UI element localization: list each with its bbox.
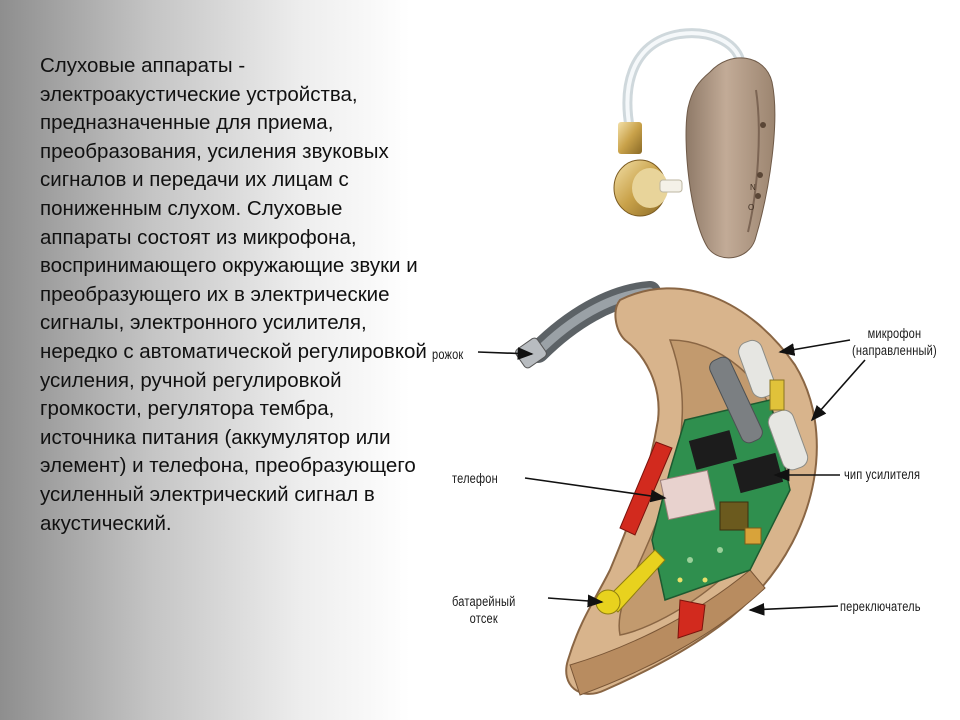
label-battery-line1: батарейный <box>452 594 516 609</box>
label-battery-line2: отсек <box>469 611 498 626</box>
label-telephone: телефон <box>452 471 498 486</box>
label-battery: батарейный отсек <box>452 593 515 627</box>
amplifier-chip-shape <box>732 452 784 494</box>
svg-text:N: N <box>750 183 756 192</box>
hearing-aid-cutaway-diagram <box>477 281 866 696</box>
microphone-shape <box>738 339 776 399</box>
label-microphone-line1: микрофон <box>867 326 922 341</box>
svg-text:O: O <box>748 203 754 212</box>
label-horn: рожок <box>432 347 464 362</box>
label-amp-chip: чип усилителя <box>844 467 921 482</box>
label-microphone: микрофон (направленный) <box>852 325 937 359</box>
description-text: Слуховые аппараты - электроакустические … <box>40 54 427 535</box>
switch-shape <box>677 599 706 639</box>
hearing-aid-photo: N O <box>613 28 776 259</box>
label-microphone-line2: (направленный) <box>852 343 937 358</box>
chip-1-shape <box>688 430 738 470</box>
label-switch: переключатель <box>840 599 921 614</box>
red-part-shape <box>619 441 673 536</box>
